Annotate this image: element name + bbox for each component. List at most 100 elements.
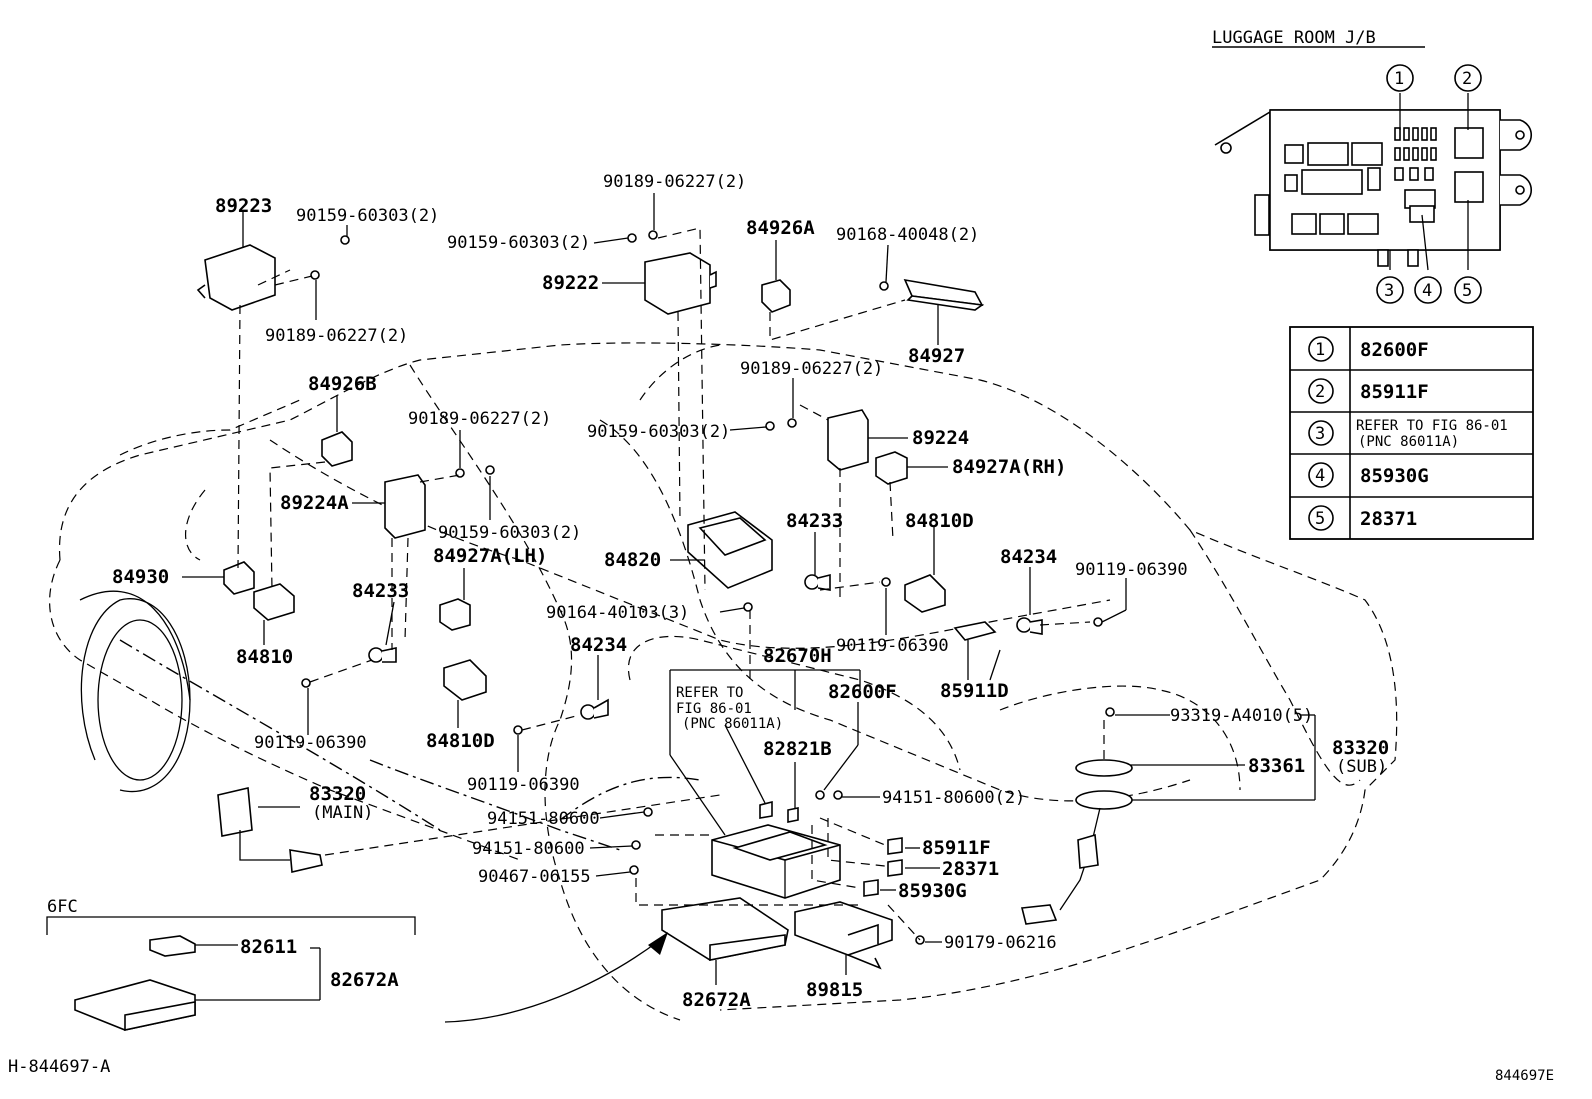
label-84930: 84930 (112, 566, 169, 588)
part-84810 (253, 583, 295, 645)
part-84926b (321, 395, 353, 467)
part-89224 (827, 409, 908, 471)
label-90189-06227-a: 90189-06227(2) (265, 326, 408, 346)
part-84926a (761, 240, 791, 313)
part-83320-main (217, 787, 323, 873)
label-94151-80600-c: 94151-80600 (472, 839, 585, 859)
label-84234-lh: 84234 (570, 634, 627, 656)
part-84930 (182, 561, 255, 595)
label-90119-06390-b: 90119-06390 (836, 636, 949, 656)
install-lines (237, 227, 1105, 941)
label-83320-main: 83320 (309, 783, 366, 805)
legend-part-3: REFER TO FIG 86-01 (1356, 418, 1508, 434)
part-89222 (602, 252, 717, 315)
legend-part-5: 28371 (1360, 508, 1417, 530)
part-84927 (903, 278, 985, 345)
label-83320-sub-note: (SUB) (1336, 757, 1387, 777)
label-90119-06390-c: 90119-06390 (254, 733, 367, 753)
label-82672a-inset: 82672A (330, 969, 399, 991)
label-82821b: 82821B (763, 738, 832, 760)
label-84233-lh: 84233 (352, 580, 409, 602)
label-85911d: 85911D (940, 680, 1009, 702)
legend-num-4: 4 (1315, 466, 1325, 486)
callout-4 (1414, 276, 1442, 304)
part-labels: 89223 90159-60303(2) 90189-06227(2) 9018… (112, 172, 1389, 1011)
callout-2 (1454, 64, 1482, 92)
part-84234-rh (1016, 567, 1043, 635)
callout-5 (1454, 276, 1482, 304)
label-84233-rh: 84233 (786, 510, 843, 532)
part-82821b (787, 807, 799, 823)
legend-num-1: 1 (1315, 340, 1325, 360)
label-84927a-lh: 84927A(LH) (433, 545, 547, 567)
part-89815-airbag-sensor (794, 901, 893, 975)
footer-left-code: H-844697-A (8, 1057, 110, 1077)
part-84233-rh (804, 532, 831, 591)
legend-table: 1 82600F 2 85911F 3 REFER TO FIG 86-01 (… (1289, 326, 1534, 540)
label-90164-40103: 90164-40103(3) (546, 603, 689, 623)
label-90168-40048: 90168-40048(2) (836, 225, 979, 245)
label-82670h: 82670H (763, 645, 832, 667)
label-89223: 89223 (215, 195, 272, 217)
label-83361: 83361 (1248, 755, 1305, 777)
label-90189-06227-b: 90189-06227(2) (603, 172, 746, 192)
jb-callouts: 1 2 3 4 5 (1376, 64, 1482, 304)
label-83320-main-note: (MAIN) (312, 803, 373, 823)
inset-6fc: 6FC (46, 897, 416, 1031)
label-83320-sub: 83320 (1332, 737, 1389, 759)
label-84926b: 84926B (308, 373, 377, 395)
label-90189-06227-d: 90189-06227(2) (408, 409, 551, 429)
part-84927a-rh (875, 451, 948, 485)
legend-num-3: 3 (1315, 424, 1325, 444)
label-85930g: 85930G (898, 880, 967, 902)
label-82600f: 82600F (828, 681, 897, 703)
label-90159-60303-b: 90159-60303(2) (447, 233, 590, 253)
refer-text-line2: FIG 86-01 (676, 701, 752, 717)
footer-right-code: 844697E (1495, 1068, 1554, 1084)
label-82672a: 82672A (682, 989, 751, 1011)
label-90159-60303-a: 90159-60303(2) (296, 206, 439, 226)
part-84810d-rh (904, 527, 946, 613)
callout-1-num: 1 (1394, 69, 1404, 89)
part-84233-lh (368, 601, 397, 663)
label-84820: 84820 (604, 549, 661, 571)
pointer-arrow (648, 932, 668, 955)
legend-part-2: 85911F (1360, 381, 1429, 403)
part-84234-lh (580, 655, 609, 720)
callout-2-num: 2 (1462, 69, 1472, 89)
part-89224a (352, 474, 426, 539)
label-90179-06216: 90179-06216 (944, 933, 1057, 953)
label-85911f: 85911F (922, 837, 991, 859)
part-85911d (953, 621, 997, 680)
legend-part-4: 85930G (1360, 465, 1429, 487)
callout-5-num: 5 (1462, 281, 1472, 301)
label-84926a: 84926A (746, 217, 815, 239)
part-82670h-junction-block (711, 824, 841, 899)
label-89224a: 89224A (280, 492, 349, 514)
label-90467-06155: 90467-06155 (478, 867, 591, 887)
label-94151-80600-b: 94151-80600 (487, 809, 600, 829)
label-93319-a4010: 93319-A4010(5) (1170, 706, 1313, 726)
legend-part-1: 82600F (1360, 339, 1429, 361)
part-84820 (670, 511, 773, 589)
legend-part-3-sub: (PNC 86011A) (1358, 434, 1459, 450)
part-84927a-lh (439, 568, 471, 631)
label-89815: 89815 (806, 979, 863, 1001)
junction-block-drawing (1214, 109, 1533, 267)
label-89224: 89224 (912, 427, 969, 449)
part-82672a-ecu (661, 897, 789, 985)
part-84810d-lh (443, 659, 487, 728)
label-90119-06390-d: 90119-06390 (467, 775, 580, 795)
part-83320-sub (1021, 759, 1133, 925)
refer-text-line1: REFER TO (676, 685, 743, 701)
label-84810d-lh: 84810D (426, 730, 495, 752)
front-wheel (79, 590, 191, 793)
part-89223 (196, 210, 276, 311)
refer-text-line3: (PNC 86011A) (682, 716, 783, 732)
label-84810: 84810 (236, 646, 293, 668)
callout-1 (1386, 64, 1414, 92)
label-90159-60303-c: 90159-60303(2) (587, 422, 730, 442)
leader-lines (170, 193, 1316, 1001)
callout-4-num: 4 (1422, 281, 1432, 301)
callout-3 (1376, 276, 1404, 304)
